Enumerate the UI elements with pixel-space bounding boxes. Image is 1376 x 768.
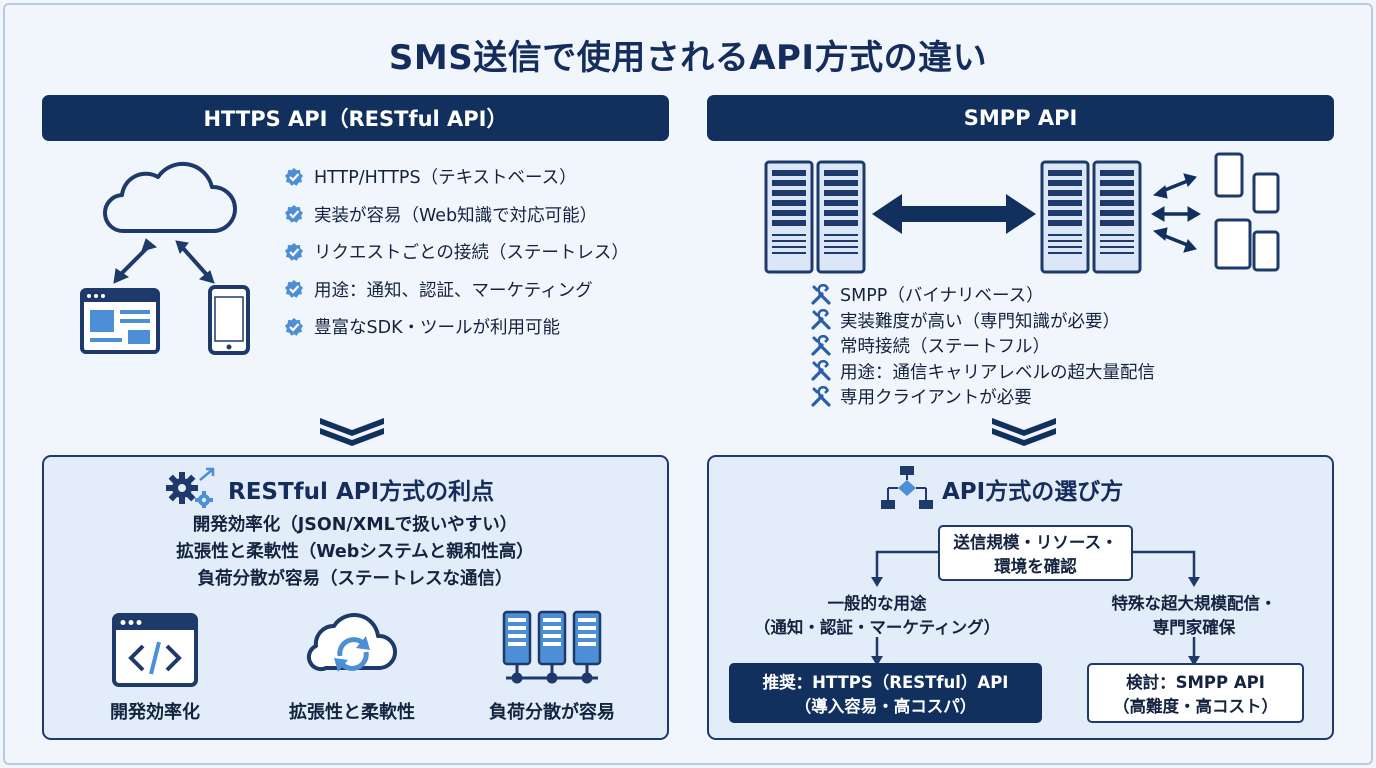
bidirectional-arrow-icon [872,194,1036,234]
cloud-sync-icon [306,612,397,672]
list-item: リクエストごとの接続（ステートレス） [284,233,629,271]
smpp-server-illustration [764,152,1280,274]
smpp-api-header: SMPP API [707,95,1334,141]
list-item: 実装難度が高い（専門知識が必要） [810,308,1155,334]
https-api-header: HTTPS API（RESTful API） [42,95,669,141]
benefit-list: 開発効率化（JSON/XMLで扱いやすい） 拡張性と柔軟性（Webシステムと親和… [140,512,570,593]
list-item: HTTP/HTTPS（テキストベース） [284,158,629,196]
tools-icon [811,360,831,381]
tools-icon [811,385,831,407]
feature-text: 豊富なSDK・ツールが利用可能 [314,318,561,339]
mobile-devices-icon [1214,152,1280,272]
https-feature-list: HTTP/HTTPS（テキストベース） 実装が容易（Web知識で対応可能） リク… [284,158,629,346]
check-badge-icon [284,317,304,337]
panel-title: RESTful API方式の利点 [228,479,495,505]
page-frame [3,3,1373,765]
flowchart-connectors [871,550,1200,666]
feature-text: 実装が容易（Web知識で対応可能） [314,205,598,226]
list-item: 常時接続（ステートフル） [810,333,1155,359]
large-scale-branch: 特殊な超大規模配信・ 専門家確保 [1062,592,1326,640]
device-arrows-icon [1151,173,1201,253]
restful-benefits-panel [42,455,669,740]
check-badge-icon [284,167,304,187]
tools-icon [811,334,831,356]
feature-text: 用途：通知、認証、マーケティング [314,280,593,301]
check-badge-icon [284,204,304,224]
smpp-feature-list: SMPP（バイナリベース） 実装難度が高い（専門知識が必要） 常時接続（ステート… [810,282,1155,410]
cloud-icon [102,161,237,234]
flow-start-box: 送信規模・リソース・ 環境を確認 [938,525,1133,581]
check-badge-icon [284,279,304,299]
result-line2: （導入容易・高コスパ） [794,697,977,716]
branch-line2: （通知・認証・マーケティング） [753,618,1001,637]
feature-text: HTTP/HTTPS（テキストベース） [314,168,577,189]
consider-smpp-box: 検討：SMPP API （高難度・高コスト） [1087,663,1304,723]
flow-start-line1: 送信規模・リソース・ [953,533,1118,552]
icon-label: 拡張性と柔軟性 [289,702,415,723]
cloud-client-illustration [80,161,250,355]
list-item: 拡張性と柔軟性（Webシステムと親和性高） [176,542,534,562]
tools-icon [811,309,831,330]
chevron-down-icon [320,418,384,446]
feature-text: 専用クライアントが必要 [840,388,1032,409]
list-item: 豊富なSDK・ツールが利用可能 [284,308,629,346]
list-item: 負荷分散が容易（ステートレスな通信） [197,569,513,589]
result-line1: 検討：SMPP API [1126,673,1265,692]
smartphone-icon [208,285,250,355]
browser-window-icon [80,288,160,354]
server-rack-icon [1040,160,1142,274]
chevron-down-icon [992,418,1056,446]
list-item: 専用クライアントが必要 [810,384,1155,410]
feature-text: 常時接続（ステートフル） [840,337,1050,358]
tools-icon [811,283,831,305]
feature-text: SMPP（バイナリベース） [840,286,1044,307]
flow-start-line2: 環境を確認 [994,557,1077,576]
list-item: 用途：通信キャリアレベルの超大量配信 [810,359,1155,385]
result-line1: 推奨：HTTPS（RESTful）API [762,673,1009,692]
list-item: SMPP（バイナリベース） [810,282,1155,308]
page-title: SMS送信で使用されるAPI方式の違い [388,38,988,78]
result-line2: （高難度・高コスト） [1113,697,1278,716]
server-cluster-icon [502,610,602,684]
feature-text: 実装難度が高い（専門知識が必要） [840,311,1120,332]
panel-title: API方式の選び方 [942,479,1124,505]
list-item: 開発効率化（JSON/XMLで扱いやすい） [192,515,518,535]
feature-text: リクエストごとの接続（ステートレス） [314,243,629,264]
icon-label: 開発効率化 [110,702,200,723]
recommend-https-box: 推奨：HTTPS（RESTful）API （導入容易・高コスパ） [729,663,1042,723]
double-arrow-icon [113,238,215,284]
branch-line1: 特殊な超大規模配信・ [1111,594,1277,613]
icon-label: 負荷分散が容易 [489,702,615,723]
branch-line1: 一般的な用途 [827,594,927,613]
list-item: 用途：通知、認証、マーケティング [284,271,629,309]
general-use-branch: 一般的な用途 （通知・認証・マーケティング） [717,592,1037,640]
feature-text: 用途：通信キャリアレベルの超大量配信 [840,362,1155,383]
code-window-icon [112,613,198,687]
check-badge-icon [284,242,304,262]
branch-line2: 専門家確保 [1152,618,1236,637]
list-item: 実装が容易（Web知識で対応可能） [284,196,629,234]
server-rack-icon [764,160,866,274]
flowchart-icon [881,466,933,509]
gears-icon [166,467,215,508]
